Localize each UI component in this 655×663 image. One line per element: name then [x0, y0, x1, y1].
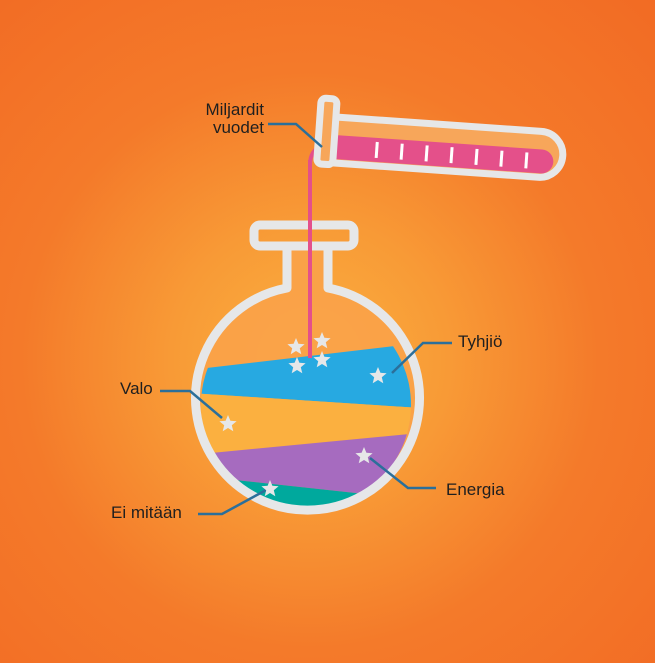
label-light: Valo	[120, 379, 153, 398]
tube-tick	[374, 141, 379, 159]
tube-rim	[313, 94, 341, 169]
star-icon	[261, 480, 279, 497]
flask-outline	[191, 246, 424, 515]
star-icon	[219, 415, 237, 432]
leader-nothing	[198, 487, 269, 516]
flask-lip	[249, 220, 359, 251]
tube-ticks	[374, 141, 529, 169]
label-nothing: Ei mitään	[111, 503, 182, 522]
round-flask	[191, 220, 424, 515]
tube-tick	[449, 147, 454, 164]
tube-liquid	[329, 134, 554, 174]
star-icon	[313, 351, 331, 368]
star-icon	[355, 447, 373, 464]
label-vacuum: Tyhjiö	[458, 332, 503, 351]
leader-energy	[369, 457, 436, 490]
star-group	[219, 332, 387, 497]
star-icon	[288, 357, 306, 374]
leader-vacuum	[391, 341, 452, 374]
layer-light	[201, 393, 411, 455]
tube-tick	[474, 148, 479, 166]
test-tube	[313, 94, 567, 181]
tube-outline	[328, 113, 567, 181]
label-billions-line-1: Miljardit	[205, 100, 264, 119]
star-icon	[313, 332, 331, 349]
star-icon	[369, 367, 387, 384]
layer-energy	[201, 433, 411, 500]
star-icon	[287, 338, 305, 355]
tube-tick	[399, 143, 404, 160]
tube-tick	[499, 150, 504, 167]
label-billions-of-years: Miljardit vuodet	[176, 101, 264, 137]
tube-tick	[524, 152, 529, 169]
leader-lines	[160, 122, 452, 516]
leader-billions	[268, 122, 323, 148]
tube-tick	[424, 145, 429, 162]
label-billions-line-2: vuodet	[212, 118, 264, 137]
layer-vacuum	[201, 343, 411, 408]
label-energy: Energia	[446, 480, 505, 499]
flask-liquid-layers	[201, 343, 411, 510]
leader-light	[160, 389, 223, 419]
